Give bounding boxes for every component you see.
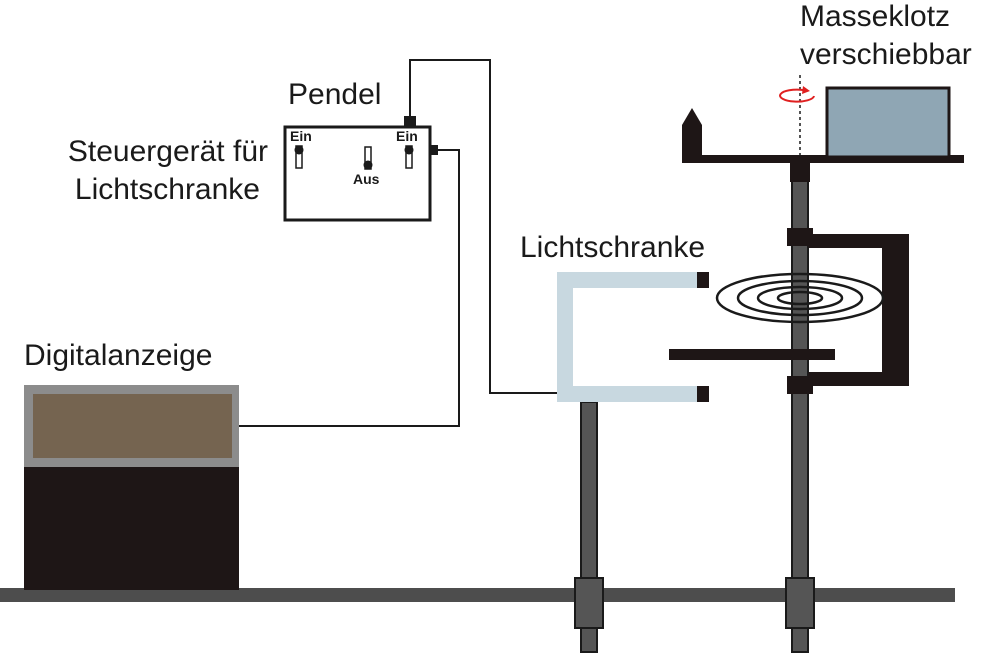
counterweight-pointer bbox=[682, 108, 702, 162]
label-lichtschranke: Lichtschranke bbox=[520, 231, 705, 264]
controller-top-connector bbox=[404, 116, 416, 128]
controller-housing bbox=[283, 125, 432, 222]
switch-left-knob bbox=[294, 145, 304, 155]
pendulum-interrupter-arm bbox=[669, 349, 835, 360]
switch-right-knob bbox=[404, 145, 414, 155]
cable-controller-to-light-gate bbox=[409, 59, 558, 394]
rotation-arrow-icon bbox=[779, 86, 815, 103]
light-gate bbox=[557, 272, 709, 402]
mass-block bbox=[825, 86, 951, 159]
pendulum-clamp bbox=[785, 577, 815, 629]
pendulum-bracket bbox=[787, 228, 909, 394]
display-screen bbox=[33, 394, 232, 458]
label-pendel: Pendel bbox=[288, 78, 381, 111]
light-gate-clamp bbox=[574, 577, 604, 629]
bracket-bottom-bearing bbox=[787, 376, 813, 394]
label-controller-line1: Steuergerät für bbox=[68, 135, 268, 168]
label-masseklotz-line1: Masseklotz bbox=[800, 0, 950, 33]
rotation-arrow-arc bbox=[779, 88, 815, 103]
label-digitalanzeige: Digitalanzeige bbox=[24, 339, 212, 372]
spring-coil-4 bbox=[776, 290, 824, 306]
cable-display-to-controller bbox=[239, 149, 460, 427]
controller-box: Ein Aus Ein bbox=[283, 116, 438, 222]
switch-middle-label: Aus bbox=[353, 171, 380, 187]
spring-coil-2 bbox=[736, 279, 864, 317]
cables bbox=[239, 59, 558, 427]
digital-display-device bbox=[24, 385, 239, 590]
spiral-spring bbox=[715, 272, 885, 324]
controller-side-connector bbox=[430, 145, 438, 155]
label-masseklotz-line2: verschiebbar bbox=[800, 38, 972, 71]
pendulum-top-arm bbox=[682, 75, 964, 182]
spring-coil-1 bbox=[715, 272, 885, 324]
table-rail bbox=[0, 588, 955, 602]
bracket-top-bearing bbox=[787, 228, 813, 246]
spring-coil-3 bbox=[756, 285, 844, 311]
light-gate-stand bbox=[574, 401, 604, 653]
light-gate-frame bbox=[557, 272, 700, 402]
top-crossbar bbox=[682, 155, 964, 163]
rotation-arrow-head bbox=[802, 86, 810, 94]
light-gate-sensor-bottom bbox=[697, 386, 709, 402]
switch-middle-knob bbox=[363, 160, 373, 170]
bracket-frame bbox=[808, 234, 909, 386]
label-controller-line2: Lichtschranke bbox=[75, 173, 260, 206]
axis-hub bbox=[790, 160, 810, 182]
switch-right-label: Ein bbox=[396, 128, 418, 144]
pendulum-stand bbox=[785, 174, 815, 653]
switch-left-label: Ein bbox=[290, 128, 312, 144]
light-gate-sensor-top bbox=[697, 272, 709, 288]
